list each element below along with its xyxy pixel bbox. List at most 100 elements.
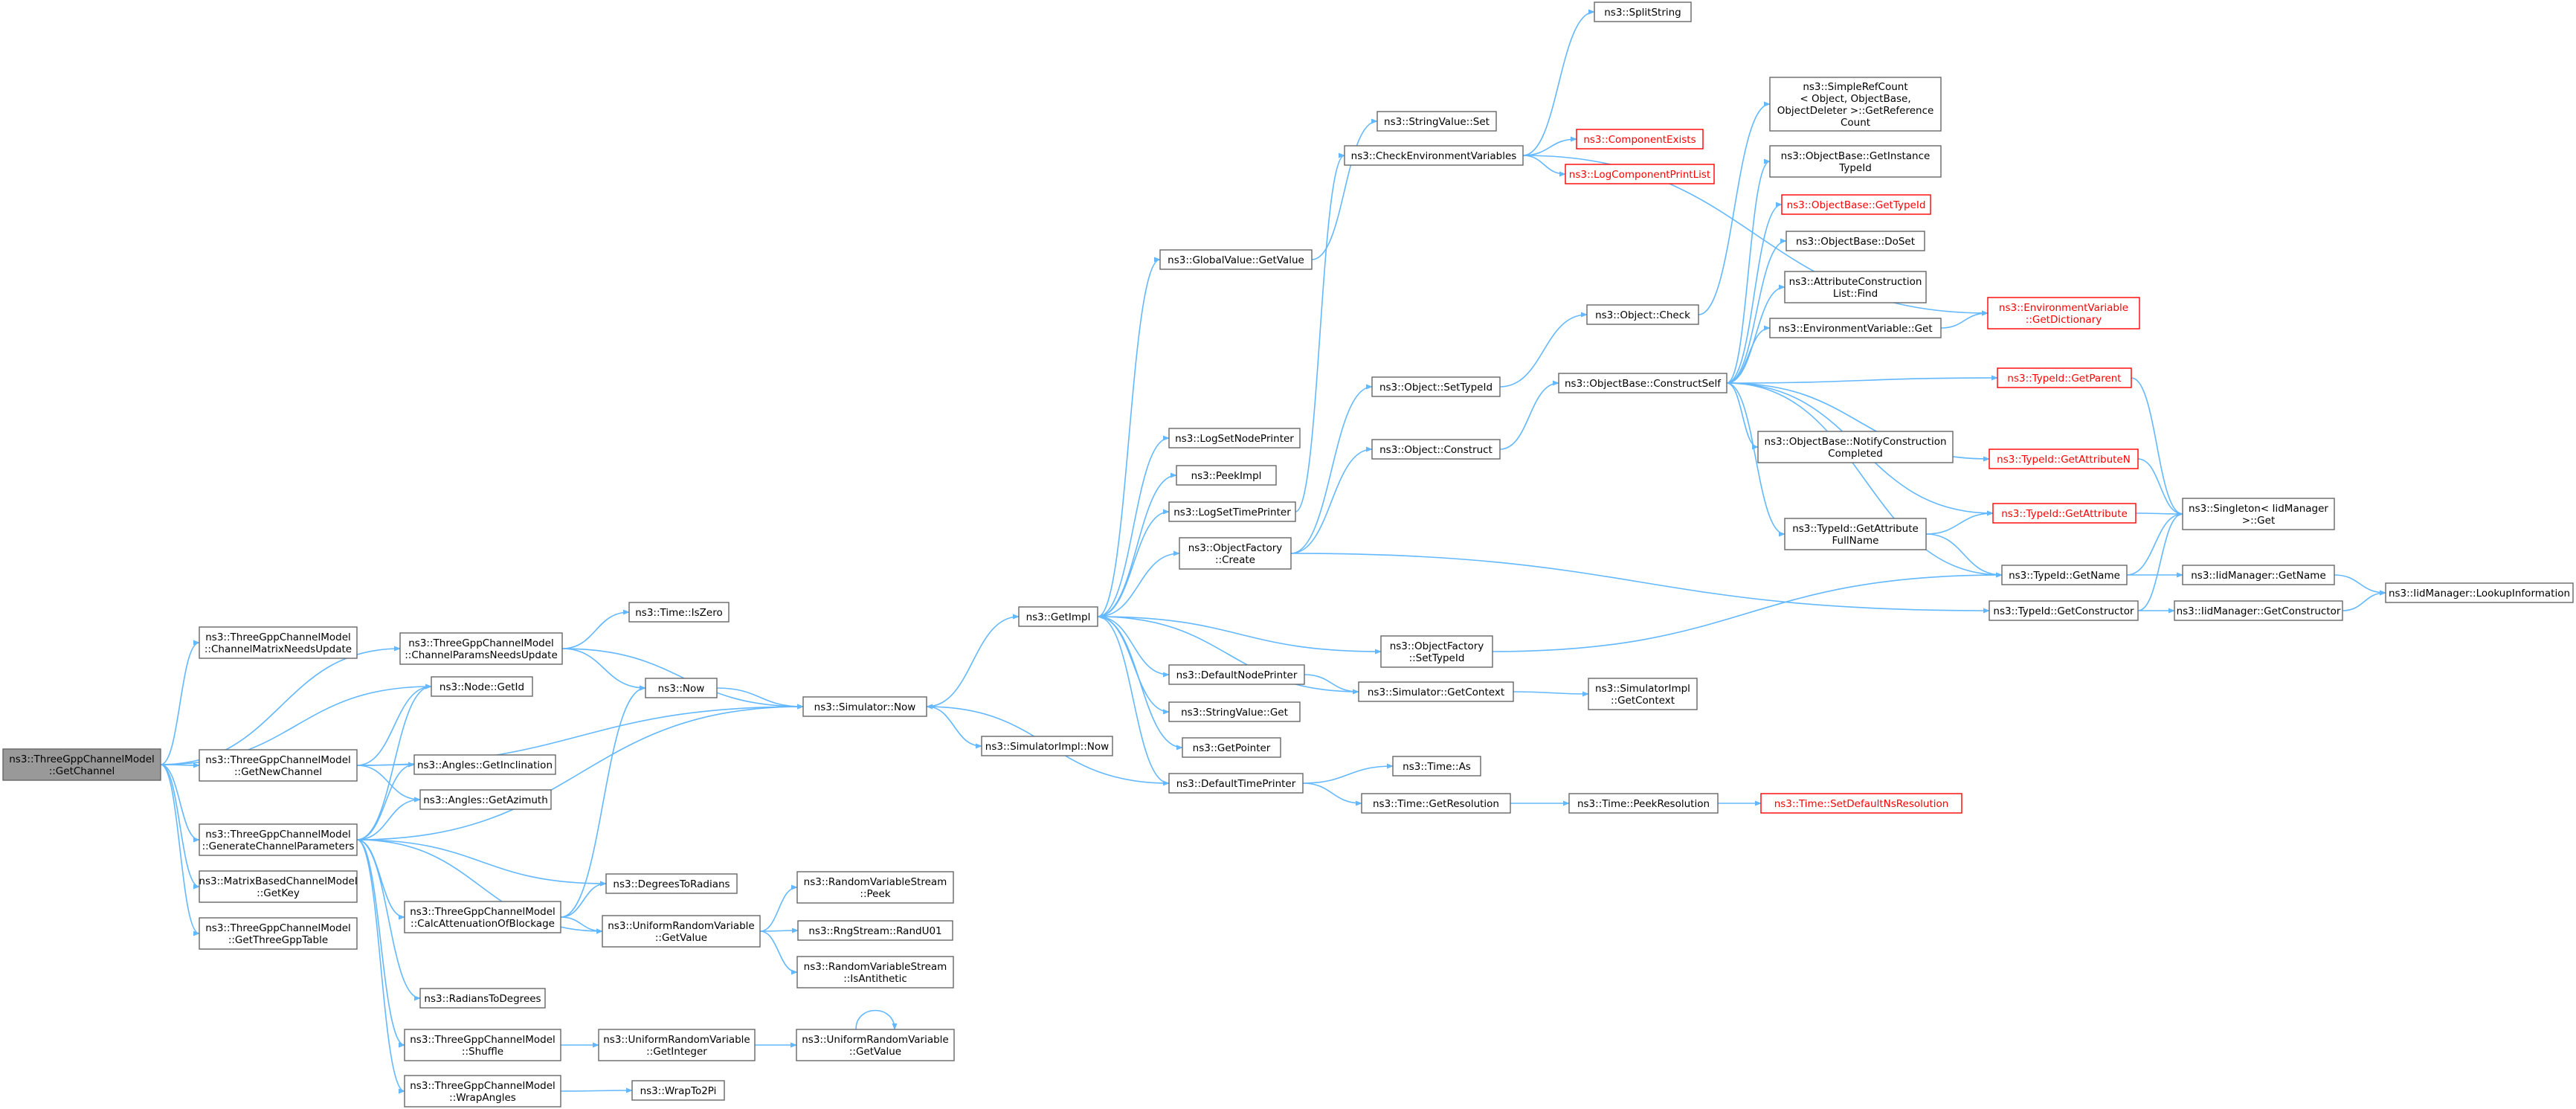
function-node-label: ns3::ThreeGppChannelModel <box>410 1034 556 1046</box>
function-node[interactable]: ns3::RngStream::RandU01 <box>797 920 953 941</box>
function-node[interactable]: ns3::UniformRandomVariable::GetInteger <box>598 1029 756 1061</box>
function-node[interactable]: ns3::ThreeGppChannelModel::GetNewChannel <box>199 749 358 782</box>
function-node[interactable]: ns3::ObjectBase::GetTypeId <box>1781 194 1931 215</box>
function-node[interactable]: ns3::SimpleRefCount< Object, ObjectBase,… <box>1769 77 1942 132</box>
function-node-label: ::Create <box>1215 554 1255 566</box>
function-node[interactable]: ns3::Time::As <box>1392 756 1481 777</box>
function-node[interactable]: ns3::ThreeGppChannelModel::ChannelMatrix… <box>199 626 358 659</box>
call-edge <box>1726 202 1783 384</box>
function-node[interactable]: ns3::UniformRandomVariable::GetValue <box>602 915 761 948</box>
function-node[interactable]: ns3::Time::IsZero <box>628 602 730 623</box>
function-node[interactable]: ns3::EnvironmentVariable::Get <box>1769 318 1942 338</box>
function-node-box <box>1168 773 1304 794</box>
function-node-box <box>1565 164 1715 184</box>
function-node[interactable]: ns3::ThreeGppChannelModel::GetChannel <box>2 748 161 781</box>
function-node[interactable]: ns3::ObjectBase::ConstructSelf <box>1558 373 1727 393</box>
function-node-label: ns3::Time::PeekResolution <box>1577 798 1710 810</box>
function-node[interactable]: ns3::SimulatorImpl::Now <box>981 736 1113 756</box>
function-node[interactable]: ns3::ObjectBase::DoSet <box>1786 231 1925 251</box>
function-node[interactable]: ns3::PeekImpl <box>1176 465 1277 486</box>
call-edge <box>160 764 200 890</box>
function-node-label: ns3::GetPointer <box>1193 742 1271 754</box>
function-node[interactable]: ns3::StringValue::Set <box>1376 111 1497 132</box>
function-node[interactable]: ns3::GetPointer <box>1182 737 1281 758</box>
function-node[interactable]: ns3::Time::SetDefaultNsResolution <box>1760 793 1962 814</box>
call-edge <box>759 930 798 975</box>
function-node[interactable]: ns3::SplitString <box>1594 1 1692 22</box>
function-node[interactable]: ns3::ComponentExists <box>1576 129 1704 150</box>
function-node[interactable]: ns3::GlobalValue::GetValue <box>1159 249 1313 270</box>
function-node[interactable]: ns3::LogComponentPrintList <box>1565 164 1715 184</box>
function-node[interactable]: ns3::IidManager::LookupInformation <box>2385 582 2574 603</box>
function-node[interactable]: ns3::Time::PeekResolution <box>1568 793 1719 814</box>
function-node[interactable]: ns3::SimulatorImpl::GetContext <box>1588 678 1698 710</box>
function-node[interactable]: ns3::DefaultNodePrinter <box>1168 664 1305 685</box>
function-node[interactable]: ns3::ThreeGppChannelModel::GetThreeGppTa… <box>199 917 358 950</box>
function-node[interactable]: ns3::DegreesToRadians <box>605 873 738 894</box>
call-edge <box>561 609 630 649</box>
function-node[interactable]: ns3::Object::Construct <box>1371 439 1501 460</box>
function-node[interactable]: ns3::Angles::GetAzimuth <box>419 789 552 810</box>
function-node[interactable]: ns3::RadiansToDegrees <box>419 988 546 1009</box>
function-node[interactable]: ns3::Object::Check <box>1586 304 1699 325</box>
function-node[interactable]: ns3::TypeId::GetAttribute <box>1992 503 2137 524</box>
call-edge <box>926 706 982 749</box>
function-node[interactable]: ns3::LogSetTimePrinter <box>1168 501 1296 522</box>
function-node-box <box>645 678 718 698</box>
function-node[interactable]: ns3::ObjectFactory::Create <box>1179 537 1292 570</box>
function-node[interactable]: ns3::Time::GetResolution <box>1361 793 1511 814</box>
function-node-label: ns3::LogSetTimePrinter <box>1173 507 1291 518</box>
function-node[interactable]: ns3::TypeId::GetAttributeN <box>1989 449 2139 469</box>
function-node-label: ns3::ObjectBase::NotifyConstruction <box>1764 436 1946 448</box>
function-node[interactable]: ns3::WrapTo2Pi <box>631 1080 725 1101</box>
function-node[interactable]: ns3::CheckEnvironmentVariables <box>1344 145 1524 166</box>
function-node-box <box>1376 111 1497 132</box>
function-node[interactable]: ns3::TypeId::GetName <box>2001 565 2128 585</box>
function-node[interactable]: ns3::Singleton< IidManager >::Get <box>2182 498 2335 530</box>
function-node[interactable]: ns3::RandomVariableStream::IsAntithetic <box>796 956 954 989</box>
function-node[interactable]: ns3::ObjectBase::NotifyConstructionCompl… <box>1757 431 1954 463</box>
function-node[interactable]: ns3::RandomVariableStream::Peek <box>796 871 954 904</box>
function-node[interactable]: ns3::GetImpl <box>1018 606 1098 627</box>
call-edge <box>1290 384 1373 554</box>
function-node-label: ns3::ThreeGppChannelModel <box>205 922 351 934</box>
function-node[interactable]: ns3::Object::SetTypeId <box>1371 376 1501 397</box>
call-edge <box>356 765 421 803</box>
function-node-box <box>605 873 738 894</box>
function-node[interactable]: ns3::IidManager::GetConstructor <box>2174 600 2343 621</box>
function-node[interactable]: ns3::TypeId::GetConstructor <box>1989 600 2139 621</box>
function-node[interactable]: ns3::StringValue::Get <box>1168 701 1301 722</box>
function-node-box <box>2182 498 2335 530</box>
function-node[interactable]: ns3::Now <box>645 678 718 698</box>
function-node-label: ns3::ObjectBase::DoSet <box>1796 236 1915 248</box>
function-node[interactable]: ns3::Angles::GetInclination <box>413 754 556 775</box>
call-edge <box>2135 511 2183 517</box>
function-node-box <box>981 736 1113 756</box>
function-node[interactable]: ns3::LogSetNodePrinter <box>1168 428 1301 449</box>
function-node-label: ns3::Now <box>658 683 705 695</box>
function-node-box <box>1784 518 1927 550</box>
function-node[interactable]: ns3::Simulator::Now <box>802 696 927 717</box>
function-node[interactable]: ns3::ThreeGppChannelModel::CalcAttenuati… <box>404 901 561 933</box>
function-node[interactable]: ns3::Node::GetId <box>431 676 533 697</box>
function-node[interactable]: ns3::EnvironmentVariable::GetDictionary <box>1987 297 2140 330</box>
function-node[interactable]: ns3::TypeId::GetParent <box>1997 367 2132 388</box>
call-edge <box>1097 616 1382 655</box>
function-node[interactable]: ns3::UniformRandomVariable::GetValue <box>796 1029 955 1061</box>
function-node[interactable]: ns3::ThreeGppChannelModel::Shuffle <box>404 1029 561 1061</box>
function-node[interactable]: ns3::IidManager::GetName <box>2182 565 2335 585</box>
function-node[interactable]: ns3::ThreeGppChannelModel::GenerateChann… <box>199 823 358 856</box>
function-node-label: ::GetChannel <box>49 765 115 777</box>
function-node[interactable]: ns3::DefaultTimePrinter <box>1168 773 1304 794</box>
function-node-label: ns3::ThreeGppChannelModel <box>205 829 351 840</box>
function-node-label: ::GetInteger <box>646 1046 707 1058</box>
function-node[interactable]: ns3::ThreeGppChannelModel::ChannelParams… <box>399 632 563 665</box>
function-node[interactable]: ns3::ThreeGppChannelModel::WrapAngles <box>404 1075 561 1108</box>
function-node[interactable]: ns3::MatrixBasedChannelModel::GetKey <box>199 870 358 903</box>
function-node-box <box>1018 606 1098 627</box>
function-node[interactable]: ns3::Simulator::GetContext <box>1358 681 1514 702</box>
function-node[interactable]: ns3::ObjectFactory::SetTypeId <box>1380 635 1493 668</box>
